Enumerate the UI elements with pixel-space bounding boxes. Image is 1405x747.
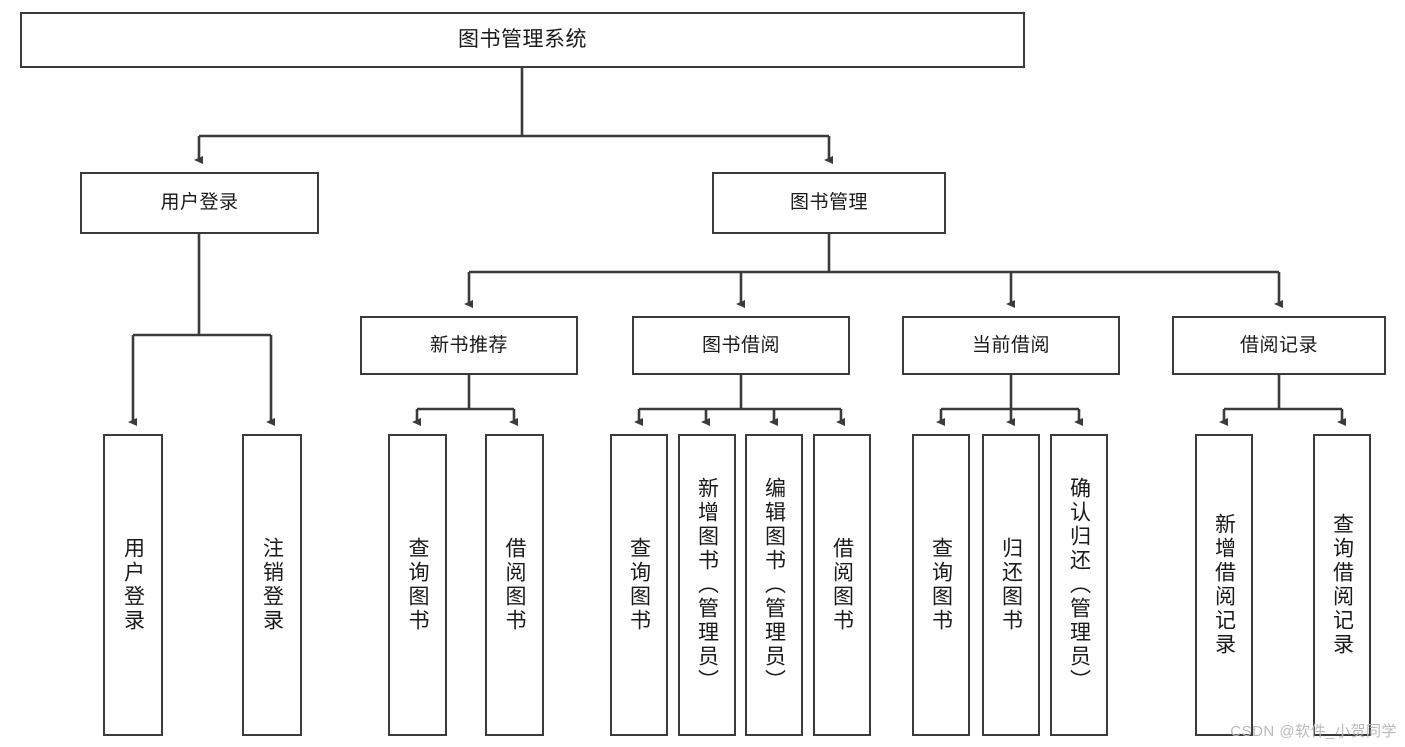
node-leaf-confirm-return-label: 确认归还（管理员）	[1067, 477, 1091, 693]
node-leaf-logout[interactable]: 注销登录	[242, 434, 302, 736]
node-root-label: 图书管理系统	[458, 28, 587, 52]
node-book-admin[interactable]: 图书管理	[712, 172, 946, 234]
node-leaf-add-book[interactable]: 新增图书（管理员）	[678, 434, 736, 736]
node-borrow-record-label: 借阅记录	[1239, 334, 1318, 356]
node-leaf-add-record[interactable]: 新增借阅记录	[1195, 434, 1253, 736]
node-leaf-borrow-book-1-label: 借阅图书	[503, 537, 526, 633]
node-root[interactable]: 图书管理系统	[20, 12, 1025, 68]
node-leaf-add-record-label: 新增借阅记录	[1212, 513, 1236, 657]
node-leaf-borrow-book-1[interactable]: 借阅图书	[485, 434, 544, 736]
node-leaf-edit-book-label: 编辑图书（管理员）	[762, 477, 786, 693]
node-current-borrow[interactable]: 当前借阅	[902, 316, 1120, 375]
node-leaf-query-book-1[interactable]: 查询图书	[388, 434, 447, 736]
node-leaf-query-book-2-label: 查询图书	[627, 537, 651, 633]
node-leaf-borrow-book-2[interactable]: 借阅图书	[813, 434, 871, 736]
node-leaf-return-book[interactable]: 归还图书	[982, 434, 1040, 736]
node-book-borrow-label: 图书借阅	[701, 334, 780, 356]
node-leaf-logout-label: 注销登录	[260, 537, 284, 633]
node-leaf-add-book-label: 新增图书（管理员）	[695, 477, 719, 693]
node-new-book-rec-label: 新书推荐	[429, 334, 508, 356]
node-leaf-return-book-label: 归还图书	[999, 537, 1023, 633]
node-leaf-query-book-3-label: 查询图书	[929, 537, 953, 633]
node-leaf-query-book-1-label: 查询图书	[406, 537, 429, 633]
node-leaf-borrow-book-2-label: 借阅图书	[830, 537, 854, 633]
node-leaf-confirm-return[interactable]: 确认归还（管理员）	[1050, 434, 1108, 736]
node-current-borrow-label: 当前借阅	[971, 334, 1050, 356]
node-book-admin-label: 图书管理	[789, 192, 868, 214]
node-borrow-record[interactable]: 借阅记录	[1172, 316, 1386, 375]
node-user-login-label: 用户登录	[160, 192, 239, 214]
node-leaf-query-book-2[interactable]: 查询图书	[610, 434, 668, 736]
node-leaf-user-login[interactable]: 用户登录	[103, 434, 163, 736]
node-leaf-user-login-label: 用户登录	[121, 537, 145, 633]
node-book-borrow[interactable]: 图书借阅	[632, 316, 850, 375]
node-leaf-edit-book[interactable]: 编辑图书（管理员）	[745, 434, 803, 736]
watermark-text: CSDN @软件_小贺同学	[1230, 723, 1397, 740]
node-leaf-query-book-3[interactable]: 查询图书	[912, 434, 970, 736]
node-leaf-query-record[interactable]: 查询借阅记录	[1313, 434, 1371, 736]
node-new-book-rec[interactable]: 新书推荐	[360, 316, 578, 375]
node-user-login[interactable]: 用户登录	[80, 172, 319, 234]
node-leaf-query-record-label: 查询借阅记录	[1330, 513, 1354, 657]
